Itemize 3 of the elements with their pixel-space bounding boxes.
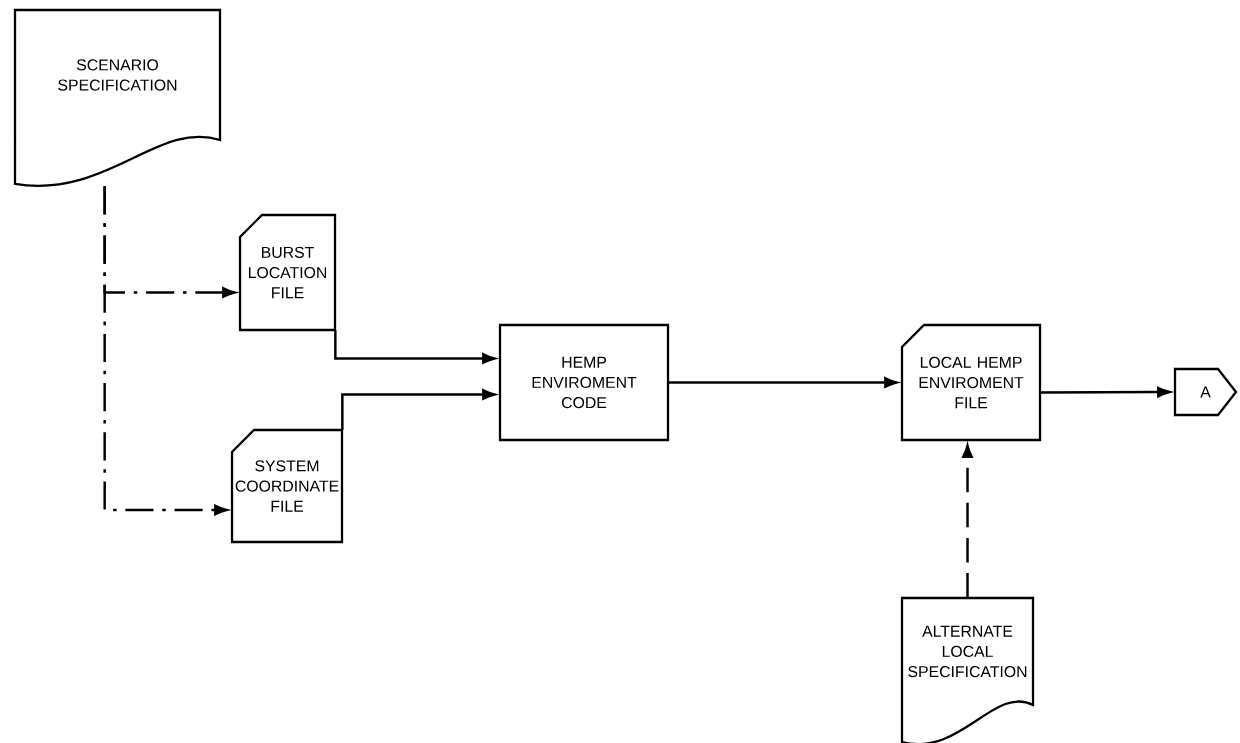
off-page-connector: A [1173,367,1238,417]
process-box: HEMP ENVIROMENT CODE [498,323,670,442]
arrow [1040,386,1171,398]
